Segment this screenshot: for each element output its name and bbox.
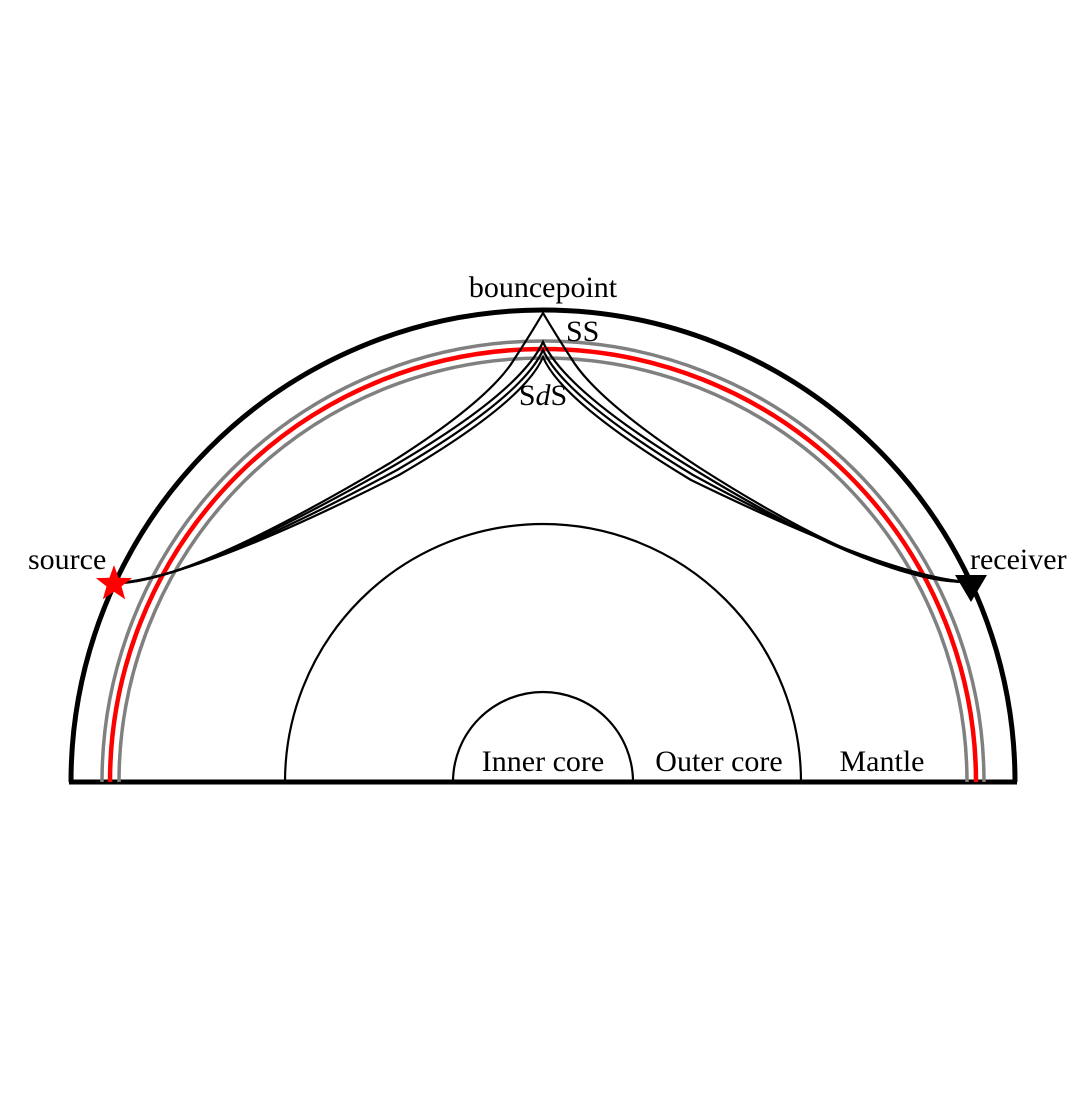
inner-core-label: Inner core [482, 745, 604, 778]
bouncepoint-label: bouncepoint [469, 271, 618, 304]
ray-path-ss [116, 310, 969, 585]
star-icon [95, 565, 133, 600]
sds-label-middle: d [536, 379, 552, 412]
outer-core-boundary [283, 522, 803, 783]
sds-label-prefix: S [519, 379, 536, 412]
discontinuity-line [107, 346, 979, 783]
ss-label: SS [566, 315, 599, 348]
ray-paths [116, 310, 969, 585]
inner-core-boundary [451, 690, 635, 783]
outer-core-label: Outer core [655, 745, 782, 778]
mantle-label: Mantle [840, 745, 925, 778]
sds-label: SdS [519, 379, 567, 412]
ray-path-sds-3 [116, 354, 969, 585]
receiver-label: receiver [970, 543, 1067, 576]
sds-label-suffix: S [551, 379, 568, 412]
discontinuity-lower-bound [117, 356, 969, 783]
earth-surface-outline [68, 307, 1018, 783]
inverted-triangle-icon [955, 575, 987, 602]
source-label: source [28, 543, 106, 576]
